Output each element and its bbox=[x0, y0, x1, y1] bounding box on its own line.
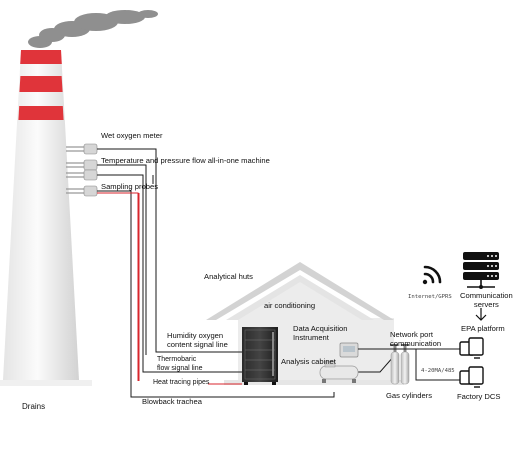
label-wet-oxygen-meter: Wet oxygen meter bbox=[101, 131, 163, 140]
label-gas-cylinders: Gas cylinders bbox=[386, 391, 433, 400]
label-blowback: Blowback trachea bbox=[142, 397, 202, 406]
label-data-acquisition: Data Acquisition Instrument bbox=[293, 324, 348, 342]
probe-temp-pressure bbox=[66, 159, 98, 171]
label-air-conditioning: air conditioning bbox=[264, 301, 316, 310]
label-internet-gprs: Internet/GPRS bbox=[408, 294, 452, 300]
probe-wet-oxygen bbox=[66, 143, 98, 155]
label-drains: Drains bbox=[22, 402, 46, 411]
label-factory-dcs: Factory DCS bbox=[457, 392, 501, 401]
compressor-icon bbox=[319, 360, 359, 383]
label-sampling-probes: Sampling probes bbox=[101, 182, 158, 191]
probe-flow bbox=[66, 169, 98, 181]
arrow-down-icon bbox=[475, 308, 487, 321]
data-acquisition-device bbox=[339, 342, 359, 358]
probe-sampling bbox=[66, 185, 98, 197]
heat-tracing-pipes bbox=[97, 192, 242, 385]
smoke-icon bbox=[28, 10, 158, 48]
label-temp-pressure-flow: Temperature and pressure flow all-in-one… bbox=[101, 156, 270, 165]
rack-cabinet-icon bbox=[242, 327, 278, 385]
wifi-icon bbox=[422, 265, 442, 285]
network-lines bbox=[358, 348, 460, 381]
label-thermobaric-signal: Thermobaric flow signal line bbox=[157, 356, 203, 372]
chimney-icon bbox=[0, 50, 92, 386]
monitor-icon bbox=[459, 337, 484, 388]
label-humidity-signal: Humidity oxygen content signal line bbox=[167, 331, 228, 349]
server-icon bbox=[463, 252, 499, 289]
signal-lines bbox=[97, 148, 395, 398]
label-analog-signal: 4-20MA/485 bbox=[421, 368, 455, 374]
label-heat-tracing: Heat tracing pipes bbox=[153, 379, 210, 386]
label-epa-platform: EPA platform bbox=[461, 324, 505, 333]
label-communication-servers: Communication servers bbox=[460, 291, 513, 309]
label-analysis-cabinet: Analysis cabinet bbox=[281, 357, 336, 366]
label-analytical-huts: Analytical huts bbox=[204, 272, 253, 281]
label-network-port: Network port communication bbox=[390, 330, 442, 348]
